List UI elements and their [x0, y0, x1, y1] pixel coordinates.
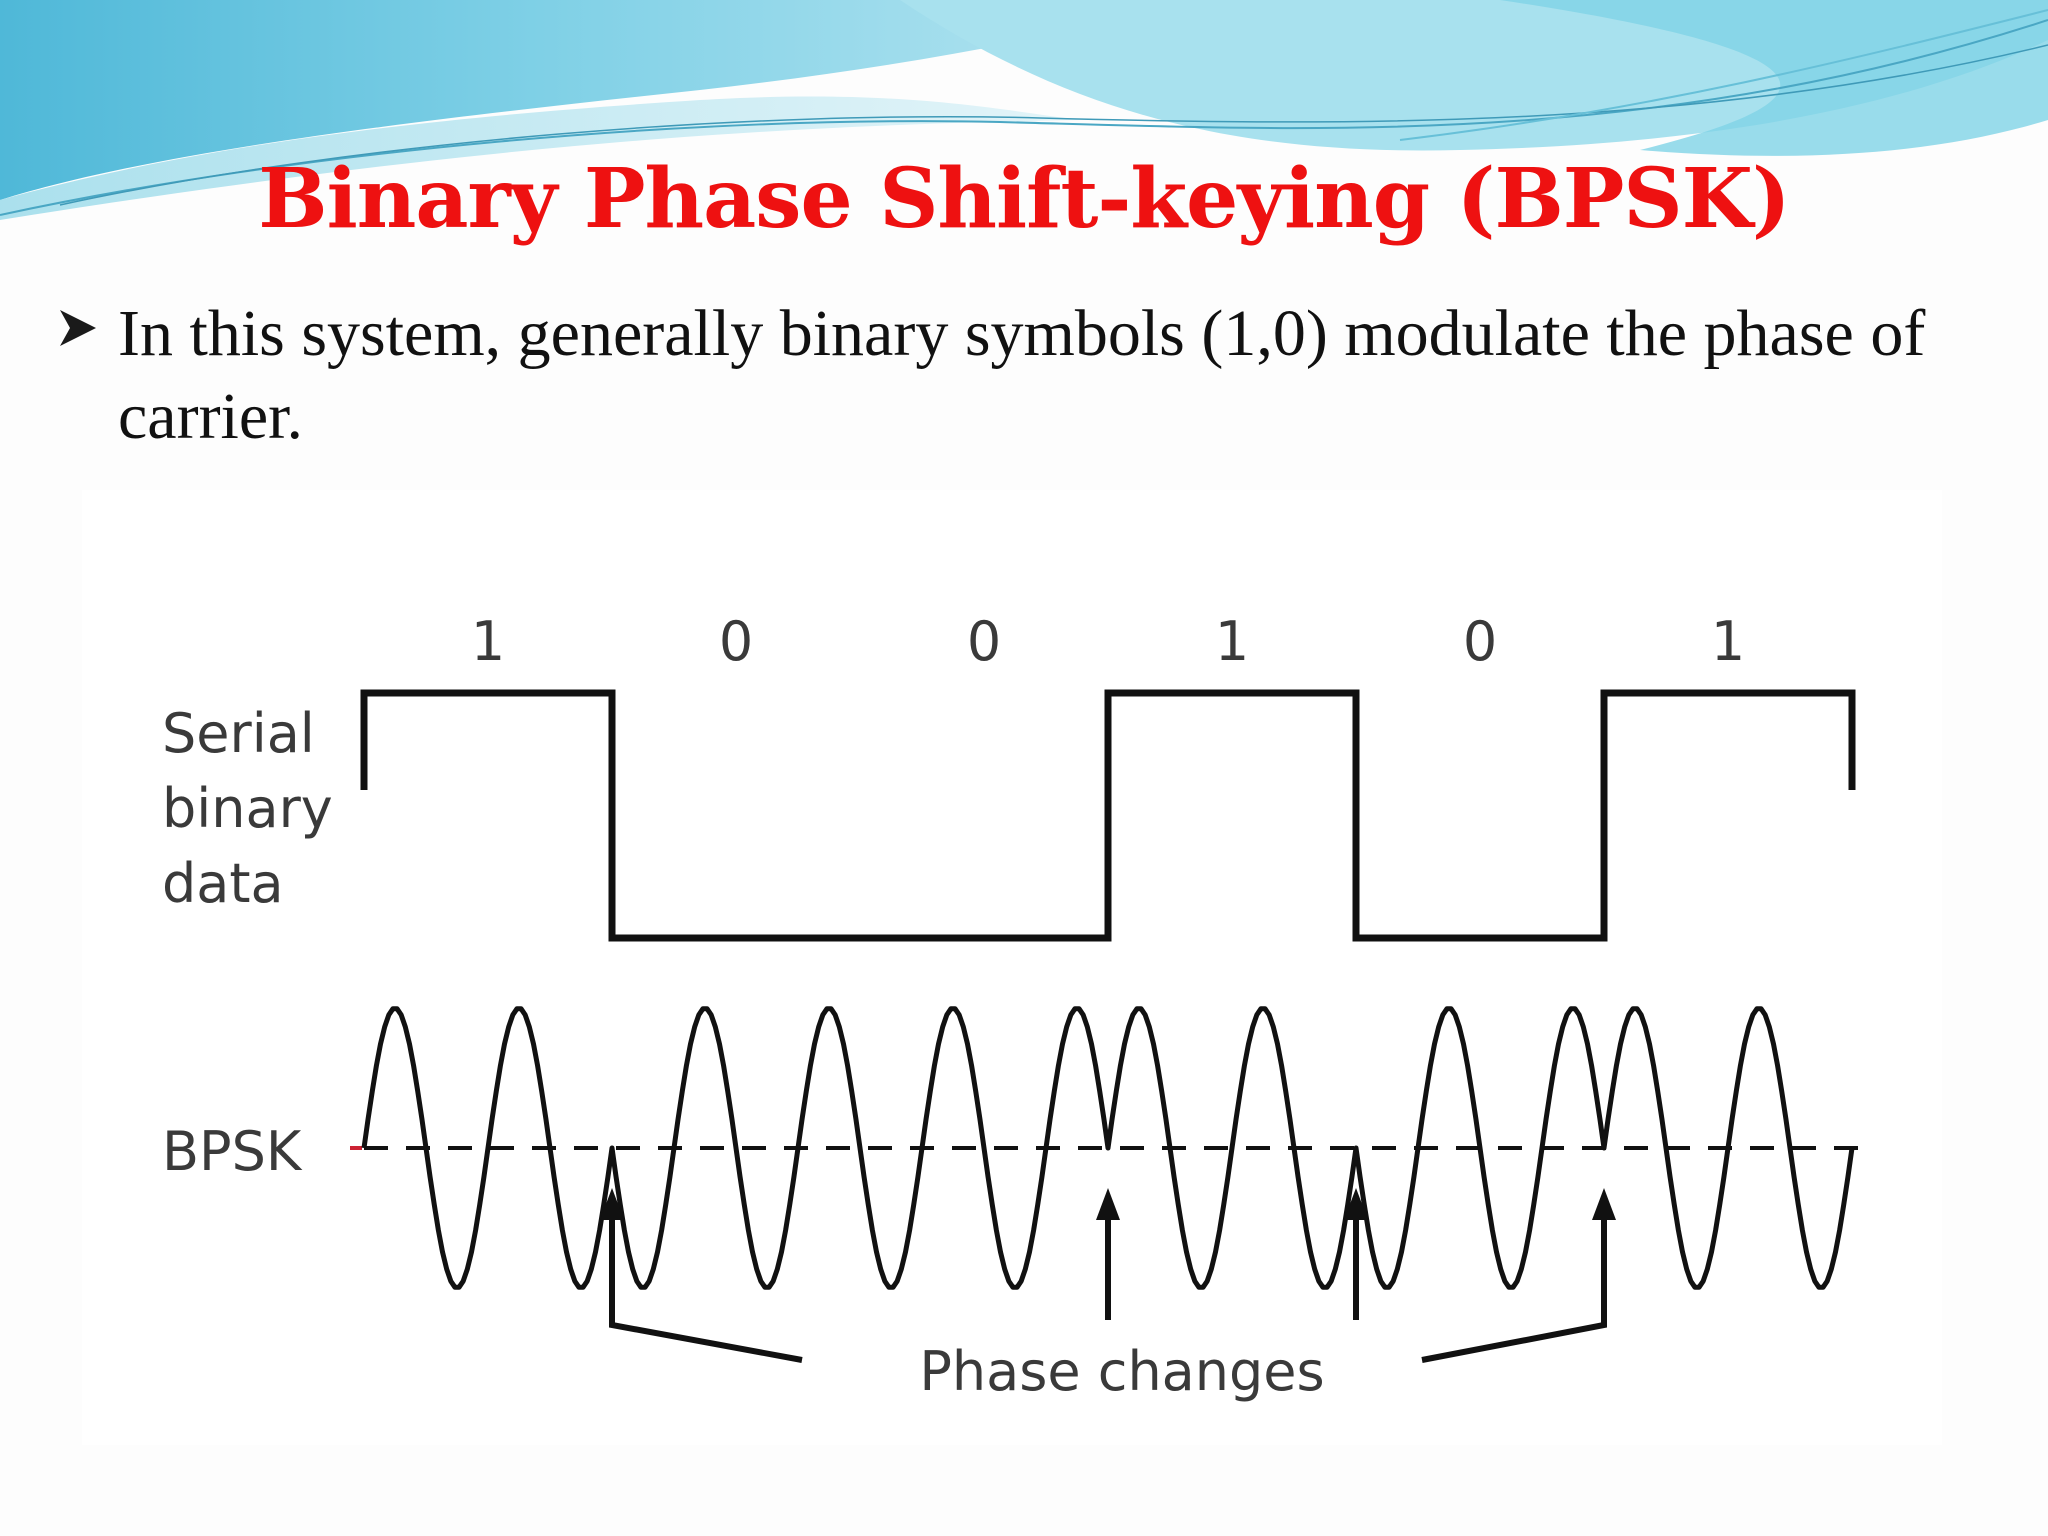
arrow-bullet-icon [60, 310, 96, 346]
data-label-line-2: binary [162, 777, 333, 840]
wave-banner [0, 0, 2048, 220]
slide-title: Binary Phase Shift-keying (BPSK) [258, 151, 1790, 247]
bullet-text: In this system, generally binary symbols… [118, 297, 1926, 453]
serial-data-waveform [360, 689, 1856, 942]
data-label-line-1: Serial [162, 702, 315, 765]
phase-change-arrows [600, 1188, 1616, 1363]
bit-label: 1 [1711, 610, 1745, 673]
arrow-head [1592, 1188, 1616, 1220]
bit-labels: 1 0 0 1 0 1 [471, 610, 1745, 673]
bullet-item: In this system, generally binary symbols… [56, 292, 1976, 458]
data-label-line-3: data [162, 852, 284, 915]
arrow-head [1096, 1188, 1120, 1220]
bit-label: 0 [1463, 610, 1497, 673]
phase-changes-label: Phase changes [919, 1340, 1324, 1403]
arrow-line [1421, 1216, 1607, 1363]
bpsk-waveform [361, 1006, 1855, 1290]
arrow-line [609, 1216, 803, 1363]
arrow-head [1344, 1188, 1368, 1220]
bpsk-diagram: 1 0 0 1 0 1 Serial binary data BPSK Phase cha… [162, 610, 1860, 1403]
arrow-head [600, 1188, 624, 1220]
bpsk-label: BPSK [162, 1120, 303, 1183]
bpsk-figure: 1 0 0 1 0 1 Serial binary data BPSK Phase cha… [82, 490, 1942, 1445]
bit-label: 0 [719, 610, 753, 673]
bit-label: 0 [967, 610, 1001, 673]
bit-label: 1 [1215, 610, 1249, 673]
bit-label: 1 [471, 610, 505, 673]
